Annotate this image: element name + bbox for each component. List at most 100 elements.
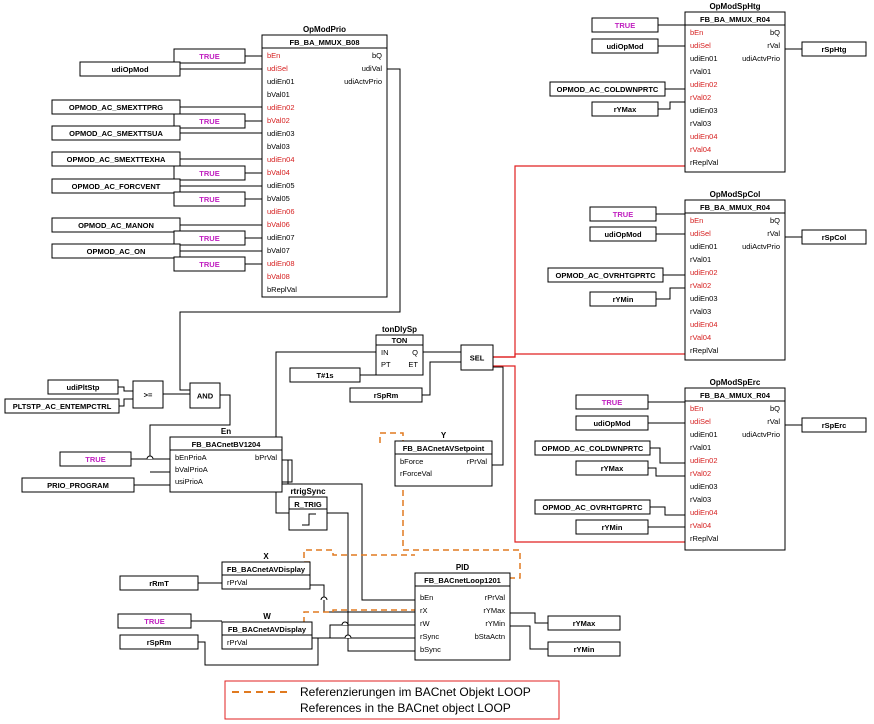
opmodspcol-block[interactable]: OpModSpColFB_BA_MMUX_R04bEnudiSeludiEn01… — [684, 190, 786, 361]
w-input-pin: rPrVal — [227, 638, 248, 647]
opmodsperc-input-pin: udiEn01 — [690, 430, 718, 439]
wire-crossing-bump — [344, 634, 352, 639]
opmodprio-manon-input[interactable]: OPMOD_AC_MANON — [51, 217, 181, 233]
opmodprio-true-input[interactable]: TRUE — [173, 230, 246, 246]
pid-rymax-output[interactable]: rYMax — [547, 615, 621, 631]
erc-rymin-input[interactable]: rYMin — [575, 519, 649, 535]
col-true-input[interactable]: TRUE — [589, 206, 657, 222]
ge-compare-block-frame — [132, 380, 164, 409]
col-udiopmod-input[interactable]: udiOpMod — [589, 226, 657, 242]
pid-rymax-output-value: rYMax — [573, 619, 596, 628]
pid-block[interactable]: PIDFB_BACnetLoop1201bEnrXrWrSyncbSyncrPr… — [414, 563, 511, 661]
opmodprio-true-input[interactable]: TRUE — [173, 256, 246, 272]
en-frame — [169, 436, 283, 493]
opmodprio-true-input[interactable]: TRUE — [173, 48, 246, 64]
erc-ovrhtgprtc-input[interactable]: OPMOD_AC_OVRHTGPRTC — [534, 499, 651, 515]
opmodprio-true-input[interactable]: TRUE — [173, 165, 246, 181]
en-true-input[interactable]: TRUE — [59, 451, 132, 467]
sel-rsprm-input[interactable]: rSpRm — [349, 387, 423, 403]
opmodprio-input-pin: bVal07 — [267, 246, 290, 255]
ton-pt-input-value: T#1s — [316, 371, 333, 380]
opmodprio-smexttprg-input[interactable]: OPMOD_AC_SMEXTTPRG — [51, 99, 181, 115]
opmodprio-input-pin: bVal08 — [267, 272, 290, 281]
opmodspcol-output-pin: bQ — [770, 216, 780, 225]
htg-coldwnprtc-input[interactable]: OPMOD_AC_COLDWNPRTC — [549, 81, 666, 97]
y-input-pin: bForce — [400, 457, 423, 466]
opmodprio-true-input[interactable]: TRUE — [173, 191, 246, 207]
erc-udiopmod-input-value: udiOpMod — [593, 419, 630, 428]
erc-coldwnprtc-input[interactable]: OPMOD_AC_COLDWNPRTC — [534, 440, 651, 456]
opmodsphtg-block[interactable]: OpModSpHtgFB_BA_MMUX_R04bEnudiSeludiEn01… — [684, 2, 786, 173]
opmodsperc-input-pin: udiEn02 — [690, 456, 718, 465]
htg-rymax-input[interactable]: rYMax — [591, 101, 659, 117]
col-ovrhtgprtc-input[interactable]: OPMOD_AC_OVRHTGPRTC — [547, 267, 664, 283]
rsperc-output[interactable]: rSpErc — [801, 417, 867, 433]
erc-rymax-input[interactable]: rYMax — [575, 460, 649, 476]
tondlysp-frame — [375, 334, 424, 376]
opmodprio-instance-name: OpModPrio — [303, 25, 346, 34]
w-rsprm-input[interactable]: rSpRm — [119, 634, 199, 650]
udipltstp-input[interactable]: udiPltStp — [47, 379, 119, 395]
opmodprio-smexttexha-input[interactable]: OPMOD_AC_SMEXTTEXHA — [51, 151, 181, 167]
opmodprio-forcvent-input-value: OPMOD_AC_FORCVENT — [72, 182, 161, 191]
opmodprio-udiopmod-input[interactable]: udiOpMod — [79, 61, 181, 77]
opmodprio-input-pin: bEn — [267, 51, 280, 60]
en-true-input-frame — [59, 451, 132, 467]
opmodspcol-input-pin: bEn — [690, 216, 703, 225]
y-frame — [394, 440, 493, 487]
erc-rymin-input-value: rYMin — [602, 523, 623, 532]
opmodprio-on-input[interactable]: OPMOD_AC_ON — [51, 243, 181, 259]
opmodsperc-block[interactable]: OpModSpErcFB_BA_MMUX_R04bEnudiSeludiEn01… — [684, 378, 786, 551]
erc-udiopmod-input[interactable]: udiOpMod — [575, 415, 649, 431]
prio-program-input[interactable]: PRIO_PROGRAM — [21, 477, 135, 493]
ton-pt-input[interactable]: T#1s — [289, 367, 361, 383]
opmodprio-input-pin: udiEn07 — [267, 233, 295, 242]
htg-udiopmod-input[interactable]: udiOpMod — [591, 38, 659, 54]
opmodsperc-input-pin: udiEn04 — [690, 508, 718, 517]
opmodprio-block[interactable]: OpModPrioFB_BA_MMUX_B08bEnudiSeludiEn01b… — [261, 25, 388, 298]
prio-program-input-value: PRIO_PROGRAM — [47, 481, 109, 490]
col-rymin-input[interactable]: rYMin — [589, 291, 657, 307]
w-true-input-value: TRUE — [144, 617, 164, 626]
opmodsphtg-frame — [684, 11, 786, 173]
en-block[interactable]: EnFB_BACnetBV1204bEnPrioAbValPrioAusiPri… — [169, 427, 283, 493]
ge-compare-block[interactable]: >= — [132, 380, 164, 409]
opmodsperc-type-name: FB_BA_MMUX_R04 — [700, 391, 771, 400]
pid-rymin-output-value: rYMin — [574, 645, 595, 654]
opmodprio-forcvent-input-frame — [51, 178, 181, 194]
opmodprio-smexttprg-input-value: OPMOD_AC_SMEXTTPRG — [69, 103, 163, 112]
opmodprio-type-name: FB_BA_MMUX_B08 — [289, 38, 359, 47]
erc-true-input[interactable]: TRUE — [575, 394, 649, 410]
pid-input-pin: bEn — [420, 593, 433, 602]
and-block[interactable]: AND — [189, 382, 221, 409]
signal-wire — [422, 361, 461, 396]
opmodprio-smexttsua-input[interactable]: OPMOD_AC_SMEXTTSUA — [51, 125, 181, 141]
rspcol-output[interactable]: rSpCol — [801, 229, 867, 245]
opmodprio-forcvent-input[interactable]: OPMOD_AC_FORCVENT — [51, 178, 181, 194]
y-block[interactable]: YFB_BACnetAVSetpointbForcerForceValrPrVa… — [394, 431, 493, 487]
rsphtg-output-frame — [801, 41, 867, 57]
opmodprio-true-input-frame — [173, 191, 246, 207]
htg-true-input[interactable]: TRUE — [591, 17, 659, 33]
pltstp-entempctrl-input[interactable]: PLTSTP_AC_ENTEMPCTRL — [4, 398, 120, 414]
opmodprio-true-input[interactable]: TRUE — [173, 113, 246, 129]
opmodprio-input-pin: udiEn08 — [267, 259, 295, 268]
x-rrmt-input[interactable]: rRmT — [119, 575, 199, 591]
sel-block[interactable]: SEL — [460, 344, 494, 371]
y-input-pin: rForceVal — [400, 469, 432, 478]
opmodprio-output-pin: udiVal — [362, 64, 383, 73]
pid-rymin-output[interactable]: rYMin — [547, 641, 621, 657]
opmodsphtg-output-pin: udiActvPrio — [742, 54, 780, 63]
col-true-input-value: TRUE — [613, 210, 633, 219]
opmodspcol-input-pin: rVal01 — [690, 255, 711, 264]
rsphtg-output[interactable]: rSpHtg — [801, 41, 867, 57]
pid-instance-name: PID — [456, 563, 470, 572]
opmodprio-true-input-value: TRUE — [199, 234, 219, 243]
y-type-name: FB_BACnetAVSetpoint — [403, 444, 485, 453]
w-true-input[interactable]: TRUE — [117, 613, 192, 629]
htg-udiopmod-input-frame — [591, 38, 659, 54]
